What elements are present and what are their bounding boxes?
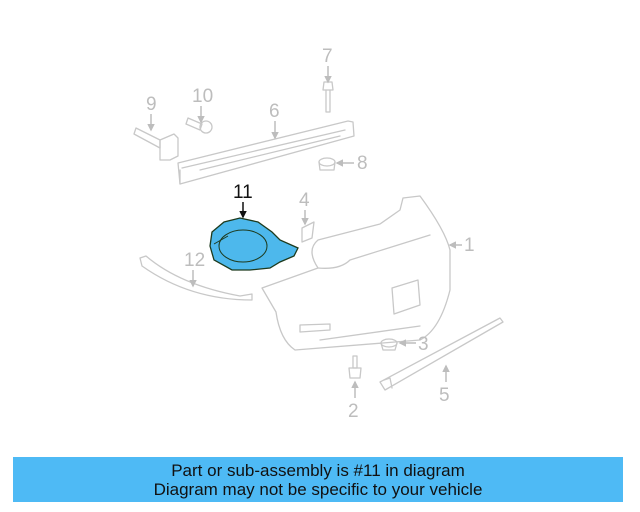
part-12-molding[interactable] — [139, 255, 253, 301]
callout-3: 3 — [418, 334, 429, 355]
banner-line-disclaimer: Diagram may not be specific to your vehi… — [153, 479, 483, 499]
callout-11: 11 — [233, 182, 253, 203]
callout-12: 12 — [184, 250, 205, 271]
callout-4: 4 — [299, 190, 310, 211]
callout-5: 5 — [439, 385, 450, 406]
part-2-bolt[interactable] — [348, 355, 362, 379]
part-6-reinforcement[interactable] — [177, 120, 355, 185]
callouts: 7 9 10 6 8 11 4 1 12 3 2 5 — [146, 46, 475, 422]
part-10-bolt[interactable] — [185, 117, 213, 134]
callout-6: 6 — [269, 101, 280, 122]
part-3-grommet[interactable] — [380, 338, 398, 351]
part-1-bumper-cover[interactable] — [261, 195, 451, 351]
parts-diagram: 7 9 10 6 8 11 4 1 12 3 2 5 — [133, 46, 504, 422]
info-banner: Part or sub-assembly is #11 in diagram D… — [13, 457, 623, 502]
callout-9: 9 — [146, 94, 157, 115]
part-5-lower-molding[interactable] — [379, 317, 504, 391]
callout-2: 2 — [348, 401, 359, 422]
callout-7: 7 — [322, 46, 333, 67]
part-8-grommet[interactable] — [318, 157, 336, 171]
callout-8: 8 — [357, 153, 368, 174]
part-11-highlighted[interactable] — [209, 217, 299, 271]
callout-10: 10 — [192, 86, 213, 107]
callout-1: 1 — [464, 235, 475, 256]
banner-line-part-number: Part or sub-assembly is #11 in diagram — [171, 460, 465, 480]
part-7-bolt[interactable] — [322, 81, 334, 113]
part-4-clip[interactable] — [301, 221, 315, 243]
part-9-bracket[interactable] — [133, 127, 179, 161]
